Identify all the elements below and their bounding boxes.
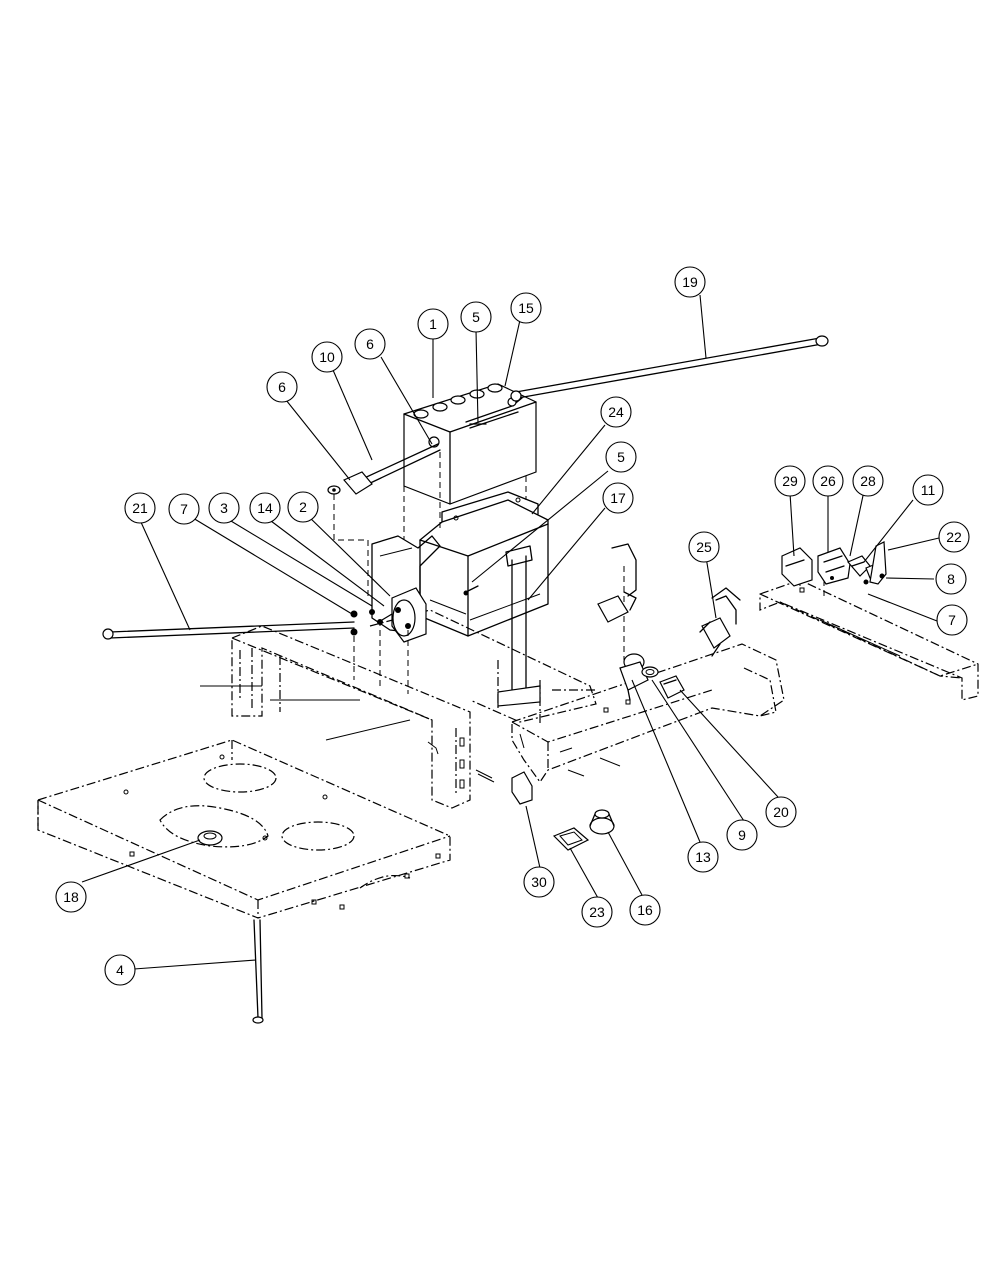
- callout-6-lower: 6: [266, 371, 298, 403]
- svg-text:2: 2: [299, 499, 307, 515]
- callout-29: 29: [774, 465, 806, 497]
- svg-text:5: 5: [617, 449, 625, 465]
- svg-text:23: 23: [589, 904, 605, 920]
- callout-18: 18: [55, 881, 87, 913]
- callout-8: 8: [935, 563, 967, 595]
- callout-16: 16: [629, 894, 661, 926]
- svg-text:11: 11: [921, 482, 936, 498]
- control-components: [197, 543, 741, 1024]
- battery-tray: [371, 491, 549, 637]
- left-frame-rail: [200, 625, 495, 809]
- callout-14: 14: [249, 492, 281, 524]
- svg-text:20: 20: [773, 804, 789, 820]
- alignment-lines: [333, 452, 825, 694]
- center-control-rail: [511, 643, 785, 784]
- callout-1: 1: [417, 308, 449, 340]
- callout-5-tray: 5: [605, 441, 637, 473]
- svg-text:9: 9: [738, 827, 746, 843]
- callout-4: 4: [104, 954, 136, 986]
- callout-30: 30: [523, 866, 555, 898]
- cable-21: [102, 621, 355, 640]
- svg-text:30: 30: [531, 874, 547, 890]
- svg-text:6: 6: [278, 379, 286, 395]
- battery: [403, 383, 537, 505]
- callout-6-upper: 6: [354, 328, 386, 360]
- battery-cables: [327, 335, 829, 707]
- callout-22: 22: [938, 521, 970, 553]
- svg-text:26: 26: [820, 473, 836, 489]
- svg-text:15: 15: [518, 300, 534, 316]
- callout-10: 10: [311, 341, 343, 373]
- callout-15: 15: [510, 292, 542, 324]
- callout-7-left: 7: [168, 493, 200, 525]
- callout-20: 20: [765, 796, 797, 828]
- svg-text:1: 1: [429, 316, 437, 332]
- callouts: 1 5 15 19 6 10 6 24: [55, 266, 970, 986]
- svg-text:3: 3: [220, 500, 228, 516]
- svg-text:10: 10: [319, 349, 335, 365]
- svg-text:28: 28: [860, 473, 876, 489]
- svg-text:21: 21: [132, 500, 148, 516]
- callout-9: 9: [726, 819, 758, 851]
- callout-3: 3: [208, 492, 240, 524]
- callout-28: 28: [852, 465, 884, 497]
- svg-text:24: 24: [608, 404, 624, 420]
- callout-7-right: 7: [936, 604, 968, 636]
- floor-plate: [37, 739, 451, 919]
- svg-text:7: 7: [948, 612, 956, 628]
- callout-11: 11: [912, 474, 944, 506]
- right-frame-rail: [759, 579, 979, 701]
- svg-text:16: 16: [637, 902, 653, 918]
- svg-text:6: 6: [366, 336, 374, 352]
- svg-text:18: 18: [63, 889, 79, 905]
- svg-text:14: 14: [257, 500, 273, 516]
- svg-text:17: 17: [610, 490, 626, 506]
- svg-text:22: 22: [946, 529, 962, 545]
- solenoid-assembly: [350, 587, 427, 643]
- svg-text:19: 19: [682, 274, 698, 290]
- svg-text:29: 29: [782, 473, 798, 489]
- callout-5-battery: 5: [460, 301, 492, 333]
- callout-19: 19: [674, 266, 706, 298]
- callout-17: 17: [602, 482, 634, 514]
- callout-21: 21: [124, 492, 156, 524]
- svg-text:7: 7: [180, 501, 188, 517]
- callout-25: 25: [688, 531, 720, 563]
- svg-text:8: 8: [947, 571, 955, 587]
- callout-13: 13: [687, 841, 719, 873]
- svg-text:13: 13: [695, 849, 711, 865]
- right-components: [781, 541, 887, 587]
- leader-lines: [81, 294, 940, 970]
- svg-text:25: 25: [696, 539, 712, 555]
- callout-2: 2: [287, 491, 319, 523]
- svg-text:5: 5: [472, 309, 480, 325]
- callout-26: 26: [812, 465, 844, 497]
- callout-23: 23: [581, 896, 613, 928]
- svg-text:4: 4: [116, 962, 124, 978]
- callout-24: 24: [600, 396, 632, 428]
